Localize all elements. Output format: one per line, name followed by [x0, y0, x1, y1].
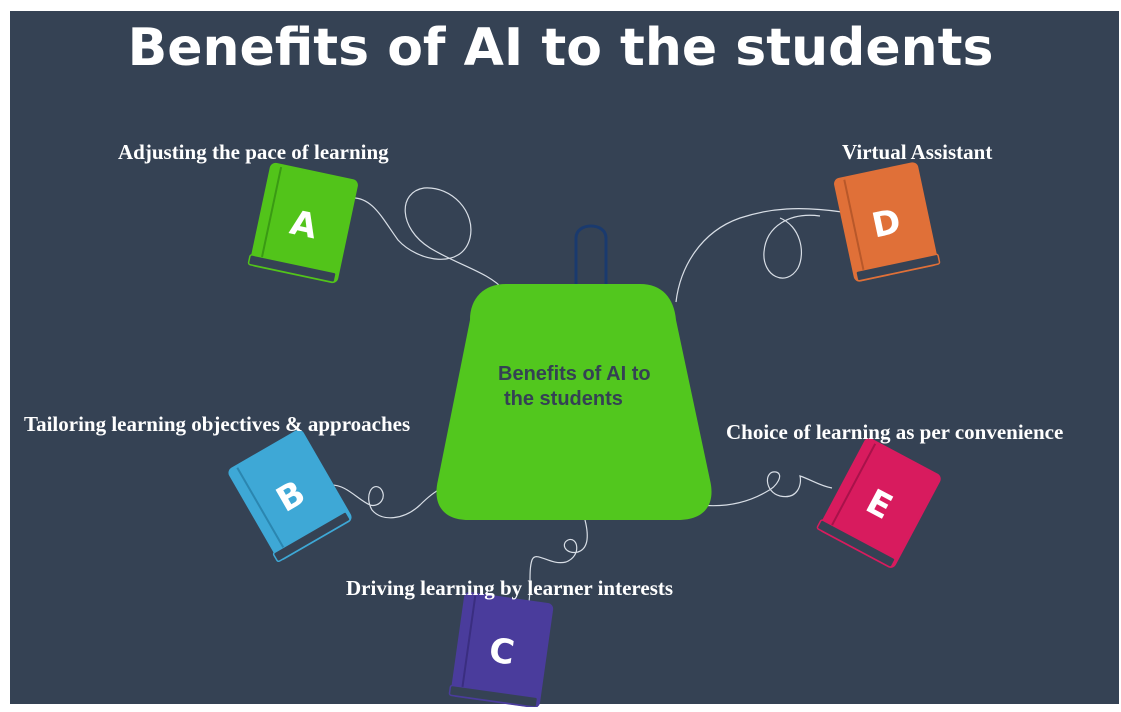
page-title: Benefits of AI to the students — [127, 18, 994, 78]
bag-handle — [574, 224, 608, 284]
label-b: Tailoring learning objectives & approach… — [24, 412, 411, 436]
central-bag — [436, 284, 712, 520]
book-c: C — [448, 592, 554, 708]
label-e: Choice of learning as per convenience — [726, 420, 1064, 444]
central-bag-text: Benefits of AI to the students — [498, 362, 688, 412]
book-e: E — [816, 438, 941, 568]
central-bag-text-line2: the students — [504, 388, 623, 410]
connector-e — [699, 471, 833, 507]
label-a: Adjusting the pace of learning — [118, 140, 389, 164]
label-c: Driving learning by learner interests — [346, 576, 674, 600]
book-d: D — [834, 162, 941, 282]
central-bag-text-line1: Benefits of AI to — [498, 363, 651, 385]
book-a: A — [247, 162, 358, 284]
connector-a — [349, 187, 505, 291]
book-c-letter: C — [487, 630, 517, 673]
connector-c — [527, 519, 588, 609]
label-d: Virtual Assistant — [842, 140, 993, 164]
connector-b — [329, 484, 443, 519]
book-b: B — [228, 429, 352, 563]
connector-d — [675, 208, 843, 303]
